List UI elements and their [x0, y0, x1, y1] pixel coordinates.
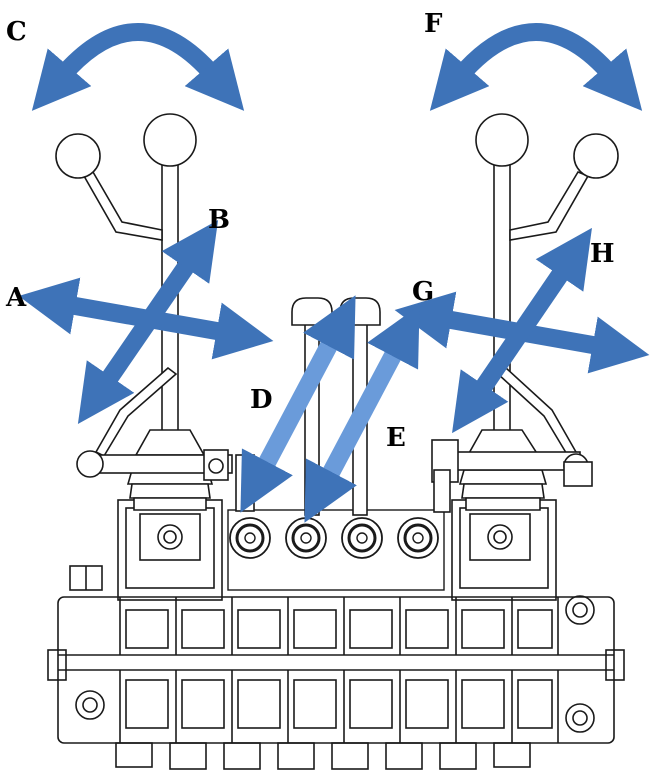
- label-h: H: [590, 239, 615, 269]
- label-a: A: [5, 283, 27, 313]
- arrow-b: [77, 220, 219, 424]
- arrow-d: [240, 295, 356, 513]
- label-g: G: [412, 277, 434, 307]
- arrow-f: [429, 23, 643, 111]
- arrow-c: [31, 23, 245, 111]
- spool-port-row: [227, 509, 445, 591]
- right-joystick-housing: [451, 499, 557, 601]
- arrow-e: [304, 305, 420, 523]
- label-f: F: [424, 9, 443, 39]
- arrow-h: [452, 227, 592, 434]
- left-joystick-housing: [117, 499, 223, 601]
- label-e: E: [386, 423, 406, 453]
- valve-block: [47, 565, 625, 770]
- label-b: B: [208, 205, 230, 235]
- label-c: C: [6, 17, 27, 47]
- label-d: D: [250, 385, 273, 415]
